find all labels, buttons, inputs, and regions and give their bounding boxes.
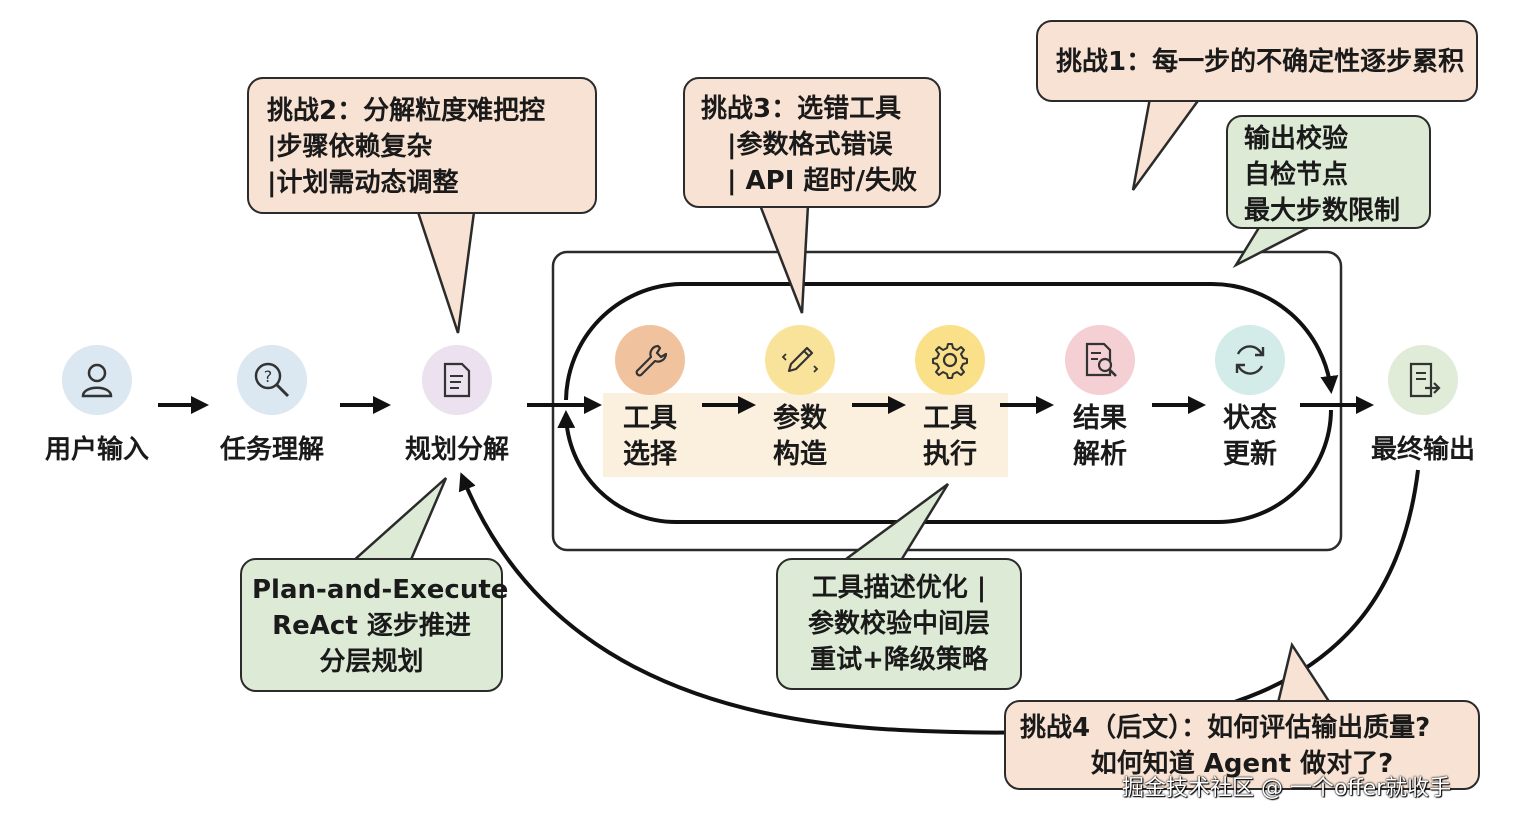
solution1-line: 自检节点	[1244, 160, 1349, 190]
watermark: 掘金技术社区 @ 一个offer就收手	[1122, 776, 1452, 801]
challenge3-tail	[758, 203, 810, 314]
node-final-output: 最终输出	[1361, 345, 1485, 466]
challenge2-tail	[416, 210, 476, 334]
challenge4-bubble: 挑战4（后文）：如何评估输出质量? 如何知道 Agent 做对了?	[1004, 700, 1480, 790]
feedback-arc	[458, 469, 1420, 735]
solution1-bubble: 输出校验 自检节点 最大步数限制	[1226, 115, 1431, 229]
step-label-line: 参数	[773, 403, 827, 434]
loop-frame	[551, 250, 1343, 552]
step-label-line: 构造	[773, 439, 827, 470]
solution2-bubble: Plan-and-Execute ReAct 逐步推进 分层规划	[240, 558, 509, 692]
user-icon	[62, 345, 132, 415]
challenge3-line: |参数格式错误	[727, 130, 893, 160]
challenge3-line: | API 超时/失败	[727, 166, 917, 196]
challenge4-tail	[1276, 641, 1333, 705]
node-task-understanding: ? 任务理解	[210, 345, 334, 466]
challenge1-bubble: 挑战1：每一步的不确定性逐步累积	[1036, 20, 1478, 102]
solution2-tail	[348, 477, 448, 564]
solution3-line: 参数校验中间层	[807, 609, 990, 639]
document-search-icon	[1065, 325, 1135, 395]
challenge4-line: 挑战4（后文）：如何评估输出质量?	[1020, 713, 1431, 743]
step-label-line: 工具	[923, 403, 977, 434]
challenge1-line: 挑战1：每一步的不确定性逐步累积	[1056, 47, 1465, 77]
question-search-icon: ?	[237, 345, 307, 415]
loop-step-tool-execute: 工具执行	[898, 325, 1002, 473]
node-plan-decompose: 规划分解	[395, 345, 519, 466]
challenge2-line: 挑战2：分解粒度难把控	[267, 96, 546, 126]
step-label-line: 解析	[1073, 439, 1127, 470]
step-label-line: 结果	[1073, 403, 1127, 434]
solution1-line: 输出校验	[1244, 124, 1349, 154]
node-task-understanding-label: 任务理解	[219, 435, 324, 465]
step-highlight-band	[603, 393, 1008, 477]
gear-icon	[915, 325, 985, 395]
challenge3-bubble: 挑战3：选错工具 |参数格式错误 | API 超时/失败	[683, 77, 941, 208]
loop-step-result-parse: 结果解析	[1048, 325, 1152, 473]
step-label-line: 更新	[1223, 439, 1277, 470]
loop-return-path	[557, 409, 1333, 524]
challenge1-tail	[1131, 96, 1203, 191]
challenge2-line: |步骤依赖复杂	[267, 132, 433, 162]
solution2-line: 分层规划	[319, 647, 424, 677]
step-label-line: 状态	[1223, 403, 1277, 434]
challenge2-line: |计划需动态调整	[267, 168, 459, 198]
node-final-output-label: 最终输出	[1370, 435, 1475, 465]
step-label-line: 执行	[923, 439, 977, 470]
step-label-line: 工具	[623, 403, 677, 434]
output-document-icon	[1388, 345, 1458, 415]
challenge2-bubble: 挑战2：分解粒度难把控 |步骤依赖复杂 |计划需动态调整	[247, 77, 597, 214]
node-user-input-label: 用户输入	[44, 435, 149, 465]
node-plan-decompose-label: 规划分解	[404, 435, 509, 465]
challenge3-line: 挑战3：选错工具	[701, 94, 902, 124]
loop-step-tool-select: 工具选择	[598, 325, 702, 473]
solution2-line: ReAct 逐步推进	[272, 611, 471, 641]
solution3-line: 重试+降级策略	[810, 645, 988, 675]
loop-cycle-path	[680, 281, 1339, 394]
step-label-line: 选择	[623, 439, 677, 470]
refresh-icon	[1215, 325, 1285, 395]
loop-step-param-build: 参数构造	[748, 325, 852, 473]
solution1-tail	[1232, 224, 1313, 269]
wrench-icon	[615, 325, 685, 395]
solution3-line: 工具描述优化 |	[811, 573, 987, 603]
plan-document-icon	[422, 345, 492, 415]
solution2-line: Plan-and-Execute	[252, 575, 509, 605]
pencil-icon	[765, 325, 835, 395]
solution3-bubble: 工具描述优化 | 参数校验中间层 重试+降级策略	[776, 558, 1022, 690]
solution1-line: 最大步数限制	[1244, 196, 1401, 226]
node-user-input: 用户输入	[35, 345, 159, 466]
svg-text:?: ?	[264, 367, 273, 386]
loop-step-state-update: 状态更新	[1198, 325, 1302, 473]
challenge4-line: 如何知道 Agent 做对了?	[1090, 749, 1394, 779]
